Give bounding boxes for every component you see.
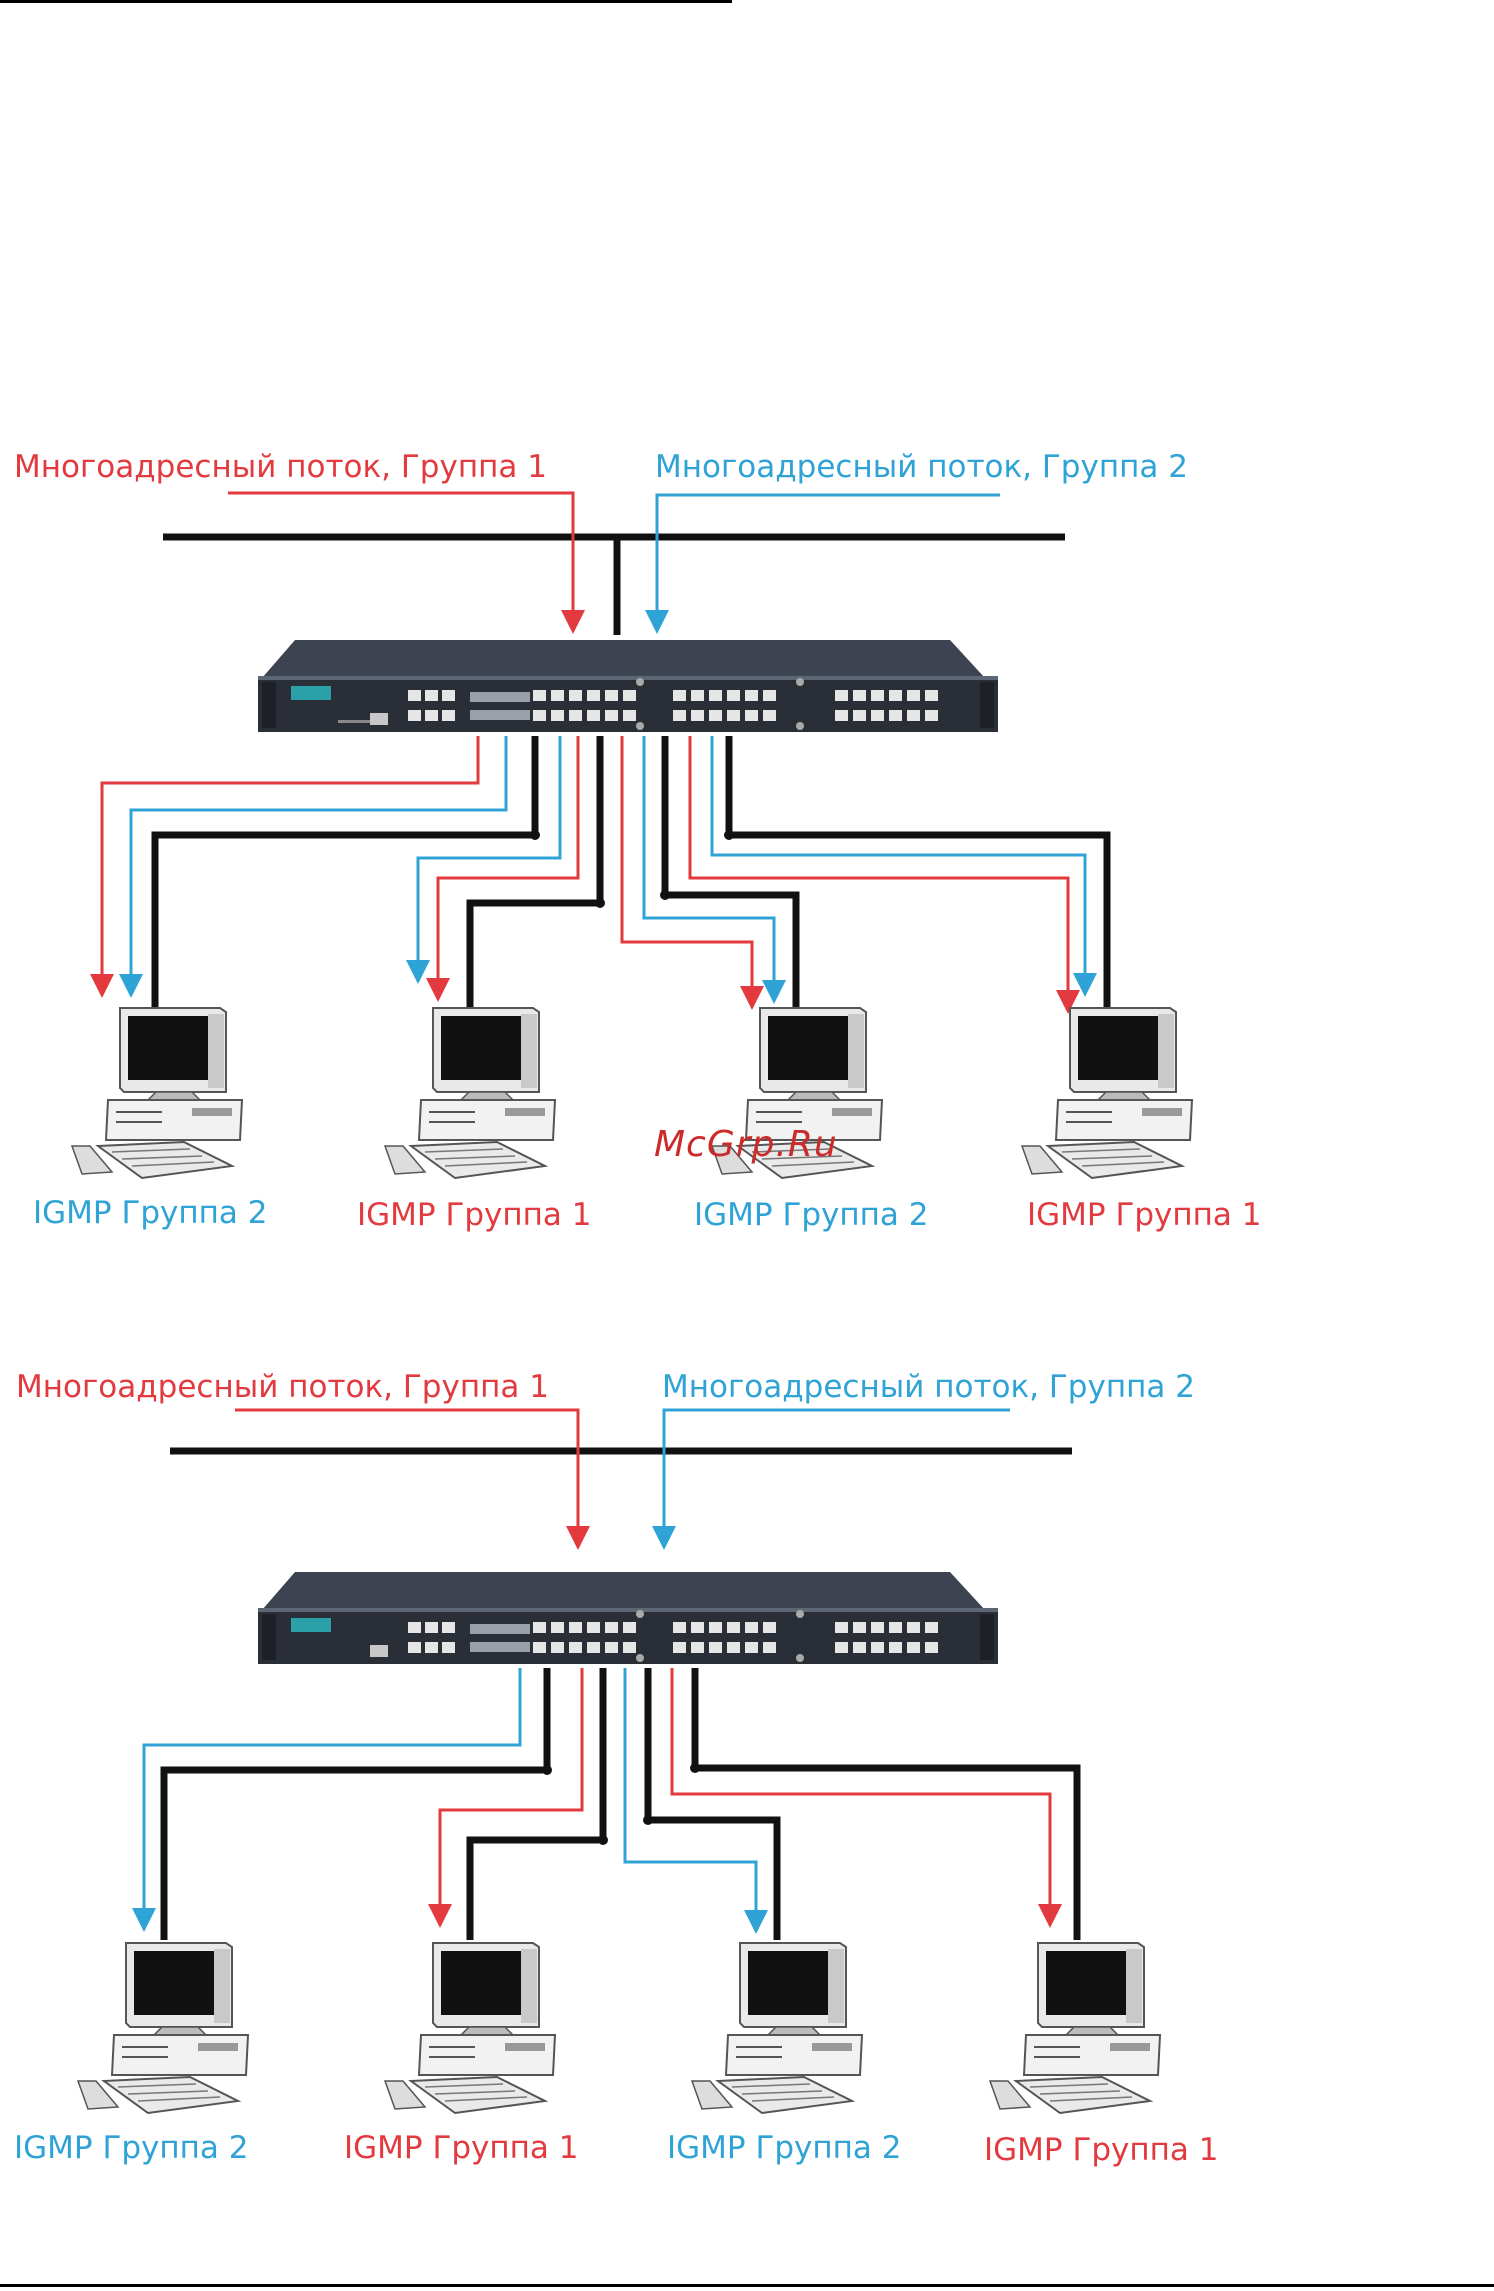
stream-group2-line <box>657 495 1000 622</box>
network-switch-icon <box>258 640 998 732</box>
pc-label: IGMP Группа 1 <box>344 2133 579 2164</box>
stream-group2-line <box>664 1410 1010 1538</box>
stream-label-group1: Многоадресный поток, Группа 1 <box>14 452 547 483</box>
pc-label: IGMP Группа 1 <box>1027 1200 1262 1231</box>
pc-label: IGMP Группа 2 <box>14 2133 249 2164</box>
top-rule <box>0 0 732 3</box>
pc-label: IGMP Группа 2 <box>694 1200 929 1231</box>
diagram-igmp-snooping: Многоадресный поток, Группа 1 Многоадрес… <box>0 1350 1494 2270</box>
stream-label-group2: Многоадресный поток, Группа 2 <box>655 452 1188 483</box>
pc-label: IGMP Группа 1 <box>357 1200 592 1231</box>
computer-icon <box>692 1943 862 2113</box>
watermark: McGrp.Ru <box>654 1124 838 1165</box>
stream-group1-line <box>235 1410 578 1538</box>
stream-label-group1: Многоадресный поток, Группа 1 <box>16 1372 549 1403</box>
computer-icon <box>385 1008 555 1178</box>
diagram-flooding: Многоадресный поток, Группа 1 Многоадрес… <box>0 430 1494 1350</box>
downlink-wires <box>164 1668 1077 1940</box>
stream-group1-line <box>228 493 573 622</box>
downlink-wires <box>155 736 1107 1008</box>
pc-label: IGMP Группа 2 <box>667 2133 902 2164</box>
pc-label: IGMP Группа 1 <box>984 2135 1219 2166</box>
network-switch-icon <box>258 1572 998 1664</box>
bottom-rule <box>0 2284 1494 2287</box>
stream-label-group2: Многоадресный поток, Группа 2 <box>662 1372 1195 1403</box>
pc-label: IGMP Группа 2 <box>33 1198 268 1229</box>
computer-icon <box>385 1943 555 2113</box>
computer-icon <box>990 1943 1160 2113</box>
computer-icon <box>1022 1008 1192 1178</box>
computer-icon <box>78 1943 248 2113</box>
computer-icon <box>72 1008 242 1178</box>
